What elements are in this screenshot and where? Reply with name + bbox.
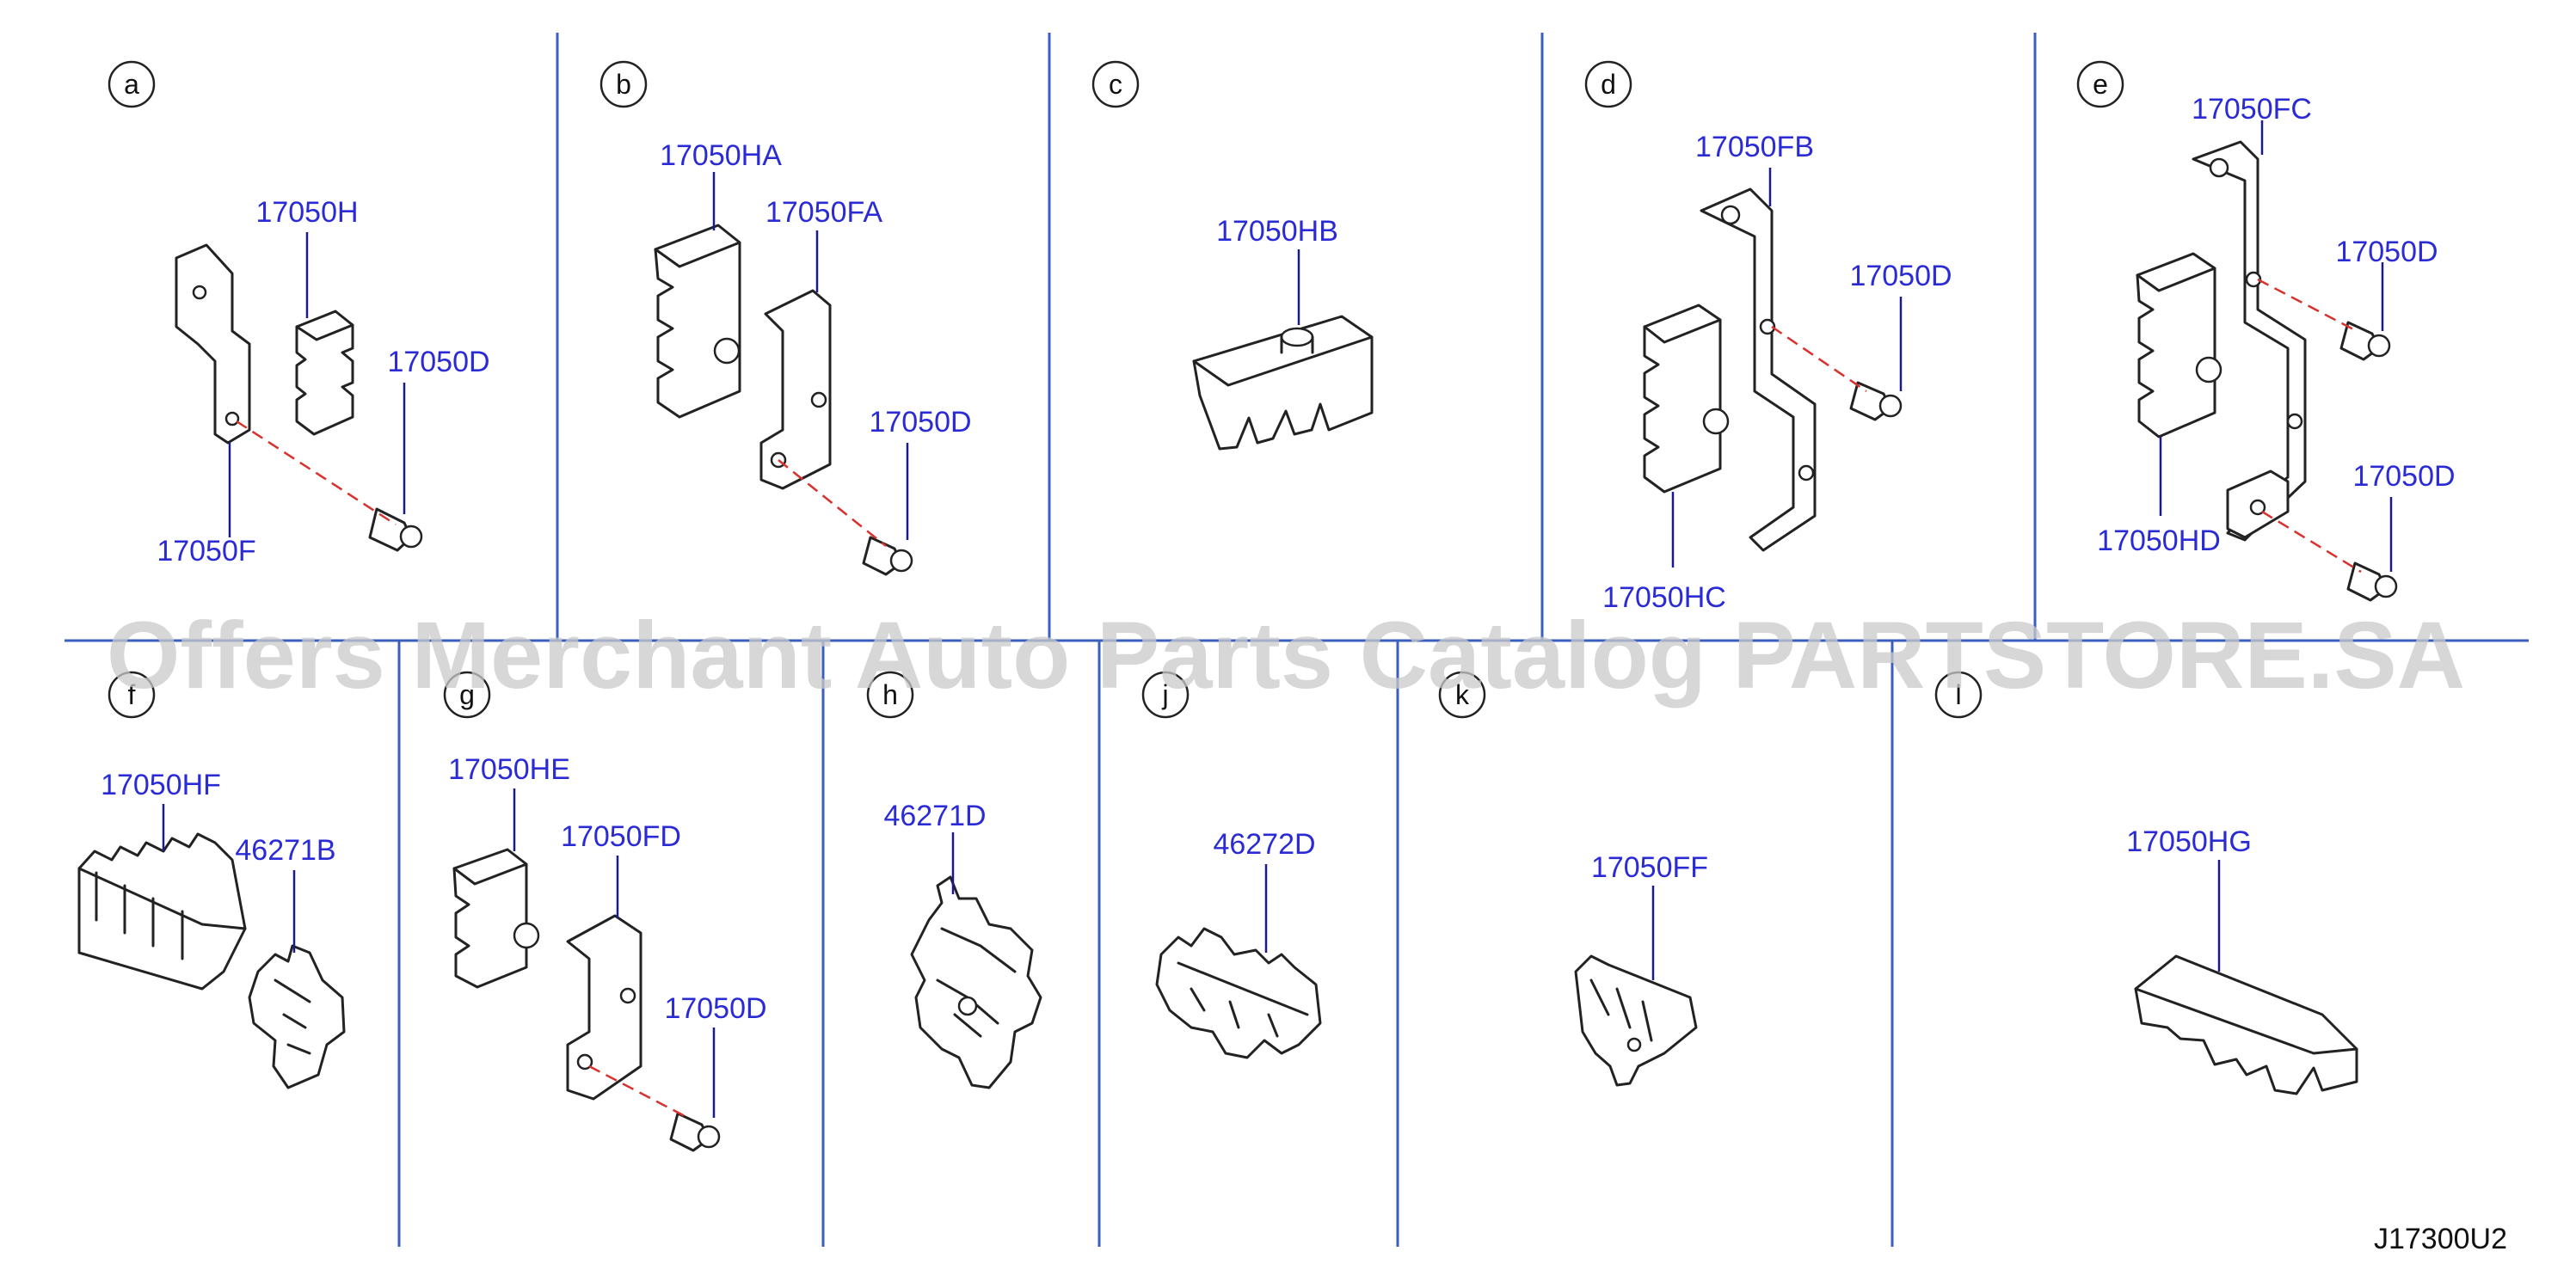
clip-17050hg [2134, 954, 2358, 1095]
panel-e: e 17050FC 17050D 17050 [2076, 60, 2456, 602]
svg-text:c: c [1109, 69, 1122, 100]
bolt-17050d [368, 507, 423, 552]
part-number-17050fd: 17050FD [561, 820, 681, 853]
svg-text:f: f [128, 679, 136, 710]
panel-dividers [65, 33, 2529, 1247]
clip-17050hb [1192, 315, 1374, 451]
panel-letter-a: a [108, 60, 156, 108]
part-number-17050hd: 17050HD [2097, 525, 2221, 557]
part-number-17050fa: 17050FA [765, 196, 882, 229]
bracket-17050fd [566, 914, 642, 1101]
panel-c: c 17050HB [1091, 60, 1374, 451]
panel-letter-e: e [2076, 60, 2124, 108]
part-number-17050h: 17050H [255, 196, 358, 229]
panel-letter-b: b [599, 60, 648, 108]
bracket-17050fa [759, 289, 832, 490]
clip-17050hf [77, 832, 247, 991]
clip-17050he [452, 848, 540, 989]
part-number-17050fc: 17050FC [2192, 93, 2312, 126]
panel-letter-j: j [1141, 671, 1190, 719]
panel-letter-f: f [108, 671, 156, 719]
part-number-17050d: 17050D [869, 406, 971, 439]
part-number-17050d: 17050D [1849, 260, 1952, 292]
part-number-17050ha: 17050HA [660, 139, 782, 172]
part-number-17050d-lower: 17050D [2352, 460, 2455, 493]
panel-letter-h: h [866, 671, 914, 719]
panel-letter-k: k [1438, 671, 1486, 719]
clip-46271d [910, 875, 1042, 1089]
panel-letter-l: l [1934, 671, 1983, 719]
svg-text:j: j [1161, 679, 1168, 710]
part-number-17050fb: 17050FB [1695, 131, 1814, 163]
bolt-17050d-lower [2346, 561, 2398, 602]
part-number-46272d: 46272D [1213, 828, 1315, 861]
panel-h: h 46271D [866, 671, 1042, 1089]
panel-l: l 17050HG [1934, 671, 2358, 1095]
fastener-path [1771, 325, 1867, 393]
part-number-46271d: 46271D [883, 800, 986, 832]
part-number-17050d: 17050D [664, 992, 766, 1025]
clip-46271b [248, 944, 346, 1089]
panel-j: j 46272D [1141, 671, 1322, 1059]
diagram-code: J17300U2 [2374, 1223, 2507, 1255]
part-number-17050hf: 17050HF [101, 769, 221, 801]
svg-text:a: a [124, 69, 139, 100]
part-number-17050he: 17050HE [448, 753, 570, 786]
part-number-17050hg: 17050HG [2126, 825, 2252, 858]
watermark: Offers Merchant Auto Parts Catalog PARTS… [107, 603, 2465, 709]
clip-17050hd [2136, 252, 2222, 439]
clip-17050ha [654, 224, 741, 419]
panel-letter-d: d [1584, 60, 1632, 108]
part-number-17050d: 17050D [387, 346, 489, 378]
bracket-17050fb [1700, 187, 1817, 552]
panel-f: f 17050HF 46271B [77, 671, 346, 1089]
panel-k: k 17050FF [1438, 671, 1708, 1087]
bracket-17050f [175, 243, 251, 445]
panel-d: d 17050FB 17050D 17050HC [1584, 60, 1952, 614]
svg-text:g: g [459, 679, 475, 710]
fastener-path [778, 459, 887, 547]
part-number-17050f: 17050F [157, 535, 255, 567]
bolt-17050d [862, 536, 913, 576]
svg-text:b: b [616, 69, 631, 100]
svg-text:h: h [882, 679, 898, 710]
panel-a: a 17050H 17050D 17050F [108, 60, 490, 567]
clip-17050hc [1643, 304, 1730, 494]
panel-b: b 17050HA 17050FA 17050D [599, 60, 972, 576]
bolt-17050d [669, 1112, 721, 1152]
part-number-46271b: 46271B [235, 834, 335, 867]
clip-17050h [295, 310, 354, 436]
part-number-17050hc: 17050HC [1602, 581, 1726, 614]
part-number-17050ff: 17050FF [1591, 851, 1708, 884]
svg-text:e: e [2093, 69, 2108, 100]
svg-text:l: l [1955, 679, 1961, 710]
bolt-17050d [1849, 381, 1903, 421]
panel-g: g 17050HE 17050FD 17050D [443, 671, 767, 1152]
panel-letter-g: g [443, 671, 491, 719]
bolt-17050d-upper [2339, 321, 2391, 361]
panel-letter-c: c [1091, 60, 1140, 108]
svg-text:k: k [1455, 679, 1470, 710]
fastener-path-lower [2261, 510, 2362, 574]
svg-text:d: d [1601, 69, 1616, 100]
fastener-path [236, 420, 397, 526]
part-number-17050d-upper: 17050D [2335, 236, 2438, 268]
clip-46272d [1155, 927, 1322, 1059]
part-number-17050hb: 17050HB [1216, 215, 1338, 248]
bracket-17050fc [2192, 140, 2307, 542]
clip-17050ff [1574, 954, 1698, 1087]
